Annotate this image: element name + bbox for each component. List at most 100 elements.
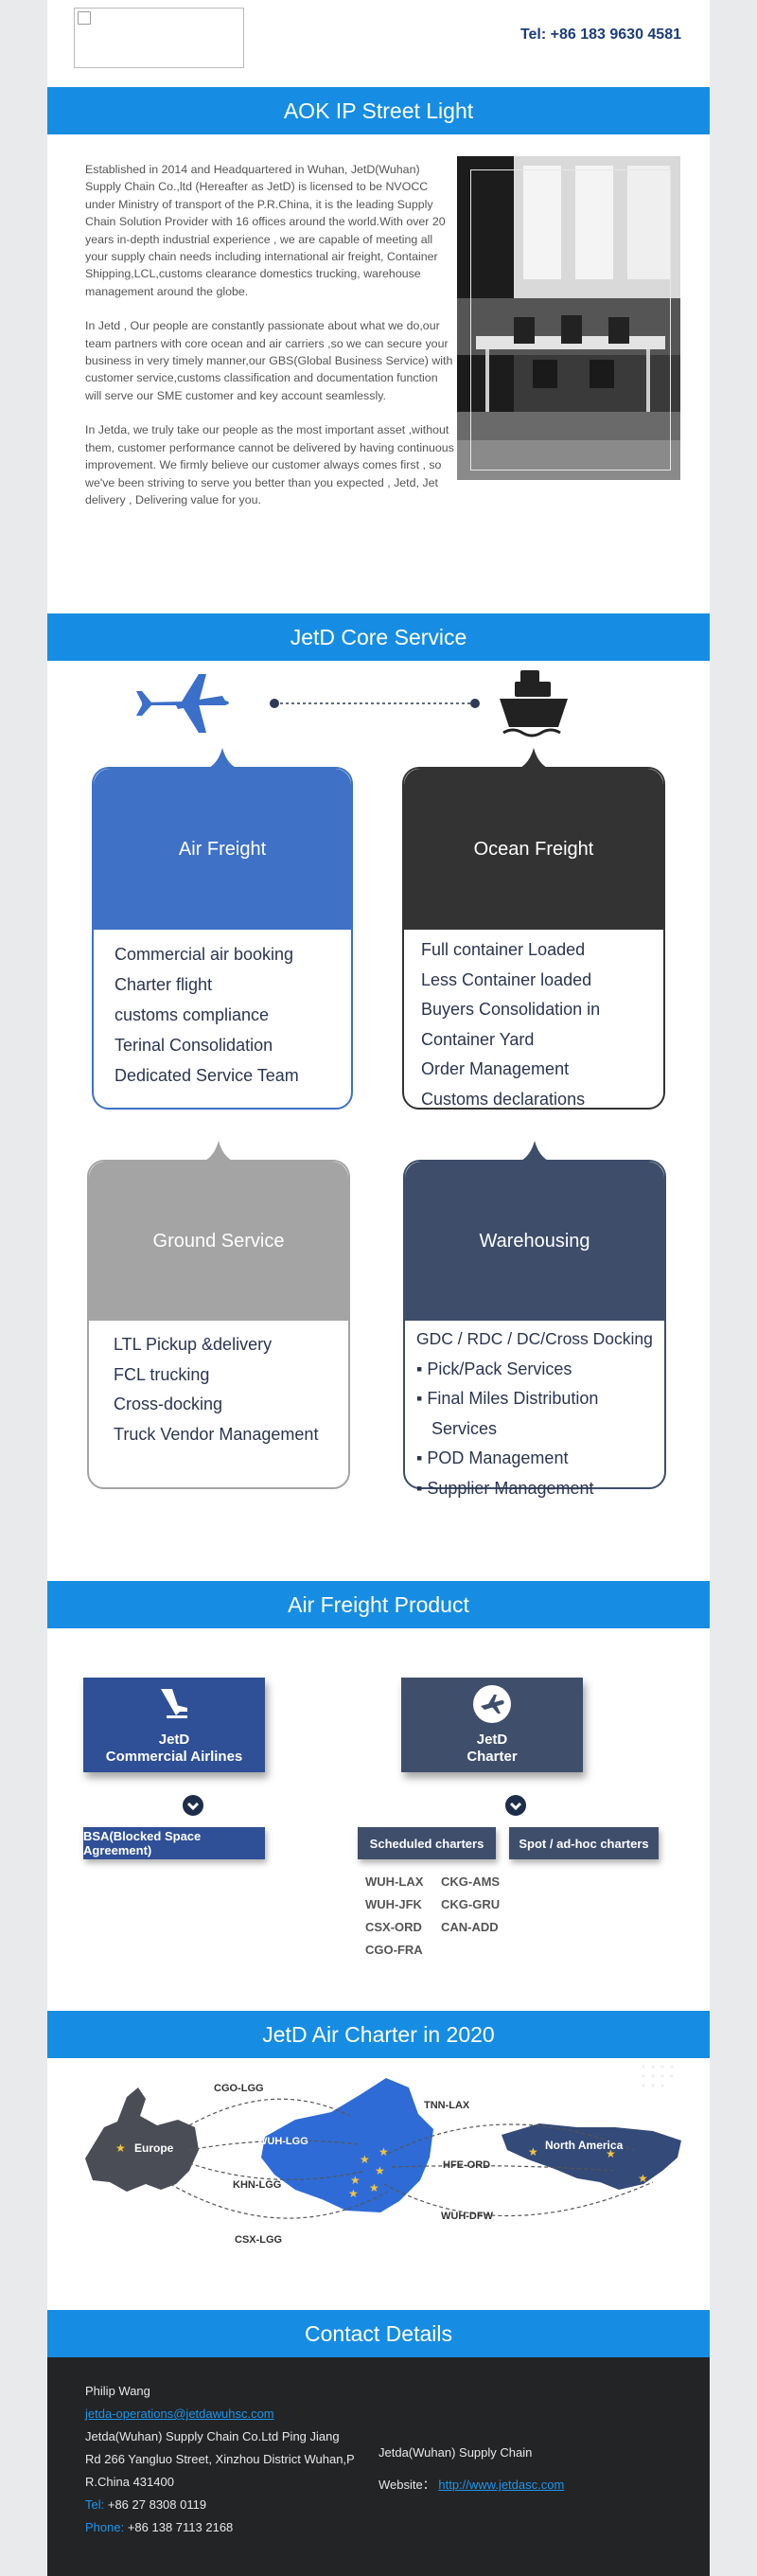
intro-paragraph-1: Established in 2014 and Headquartered in… (85, 163, 446, 298)
core-service-banner: JetD Core Service (47, 613, 710, 661)
contact-tel-row: Tel: +86 27 8308 0119 (85, 2494, 388, 2516)
contact-left-column: Philip Wang jetda-operations@jetdawuhsc.… (85, 2380, 388, 2539)
contact-address-line: Rd 266 Yangluo Street, Xinzhou District … (85, 2452, 355, 2466)
europe-label: Europe (134, 2141, 174, 2155)
email-page: Tel: +86 183 9630 4581 AOK IP Street Lig… (47, 0, 710, 2576)
ocean-freight-item: Customs declarations (421, 1089, 586, 1109)
route-end-dot (470, 699, 480, 708)
air-freight-card: Air Freight Commercial air booking Chart… (92, 748, 353, 1110)
route-label: CSX-LGG (235, 2234, 283, 2246)
svg-text:★: ★ (348, 2187, 359, 2200)
route-item: CKG-GRU (441, 1897, 501, 1911)
phone-label: Phone: (85, 2520, 125, 2534)
website-label: Website： (378, 2478, 435, 2492)
svg-text:★: ★ (606, 2147, 616, 2160)
spot-charters-tag[interactable]: Spot / ad-hoc charters (509, 1827, 659, 1859)
ground-service-item: LTL Pickup &delivery (114, 1335, 273, 1354)
company-name: Jetda(Wuhan) Supply Chain (378, 2445, 533, 2460)
scheduled-charters-tag[interactable]: Scheduled charters (358, 1827, 496, 1859)
air-freight-item: Dedicated Service Team (114, 1066, 299, 1085)
contact-phone-row: Phone: +86 138 7113 2168 (85, 2516, 388, 2539)
header-phone[interactable]: Tel: +86 183 9630 4581 (519, 27, 681, 43)
route-item: CAN-ADD (441, 1920, 499, 1934)
routes-list-left: WUH-LAX WUH-JFK CSX-ORD CGO-FRA (365, 1871, 423, 1962)
tel-number[interactable]: +86 27 8308 0119 (107, 2497, 207, 2512)
warehousing-item: ▪ Final Miles Distribution (416, 1389, 599, 1408)
north-america-shape (502, 2123, 681, 2190)
warehousing-item: Services (431, 1418, 498, 1438)
svg-text:★: ★ (350, 2174, 361, 2187)
svg-text:★: ★ (115, 2141, 126, 2155)
svg-text:★: ★ (378, 2145, 389, 2159)
ground-service-card: Ground Service LTL Pickup &delivery FCL … (87, 1141, 350, 1489)
ground-service-title: Ground Service (89, 1162, 348, 1321)
route-label: WUH-DFW (441, 2211, 493, 2222)
contact-address-line: Jetda(Wuhan) Supply Chain Co.Ltd Ping Ji… (85, 2429, 340, 2443)
route-lines (169, 2098, 654, 2219)
logo-image-placeholder (74, 8, 244, 68)
route-item: CSX-ORD (365, 1920, 422, 1934)
route-label: KHN-LGG (233, 2179, 282, 2191)
title-banner: AOK IP Street Light (47, 87, 710, 134)
charter-line1: JetD (476, 1732, 508, 1748)
intro-text: Established in 2014 and Headquartered in… (85, 161, 454, 525)
air-freight-item: Terinal Consolidation (114, 1036, 273, 1055)
phone-number[interactable]: +86 138 7113 2168 (127, 2520, 234, 2534)
contact-banner: Contact Details (47, 2310, 710, 2357)
warehousing-card: Warehousing GDC / RDC / DC/Cross Docking… (403, 1141, 666, 1498)
contact-section: Philip Wang jetda-operations@jetdawuhsc.… (47, 2357, 710, 2576)
ocean-freight-item: Buyers Consolidation in (421, 1000, 601, 1019)
air-freight-list: Commercial air booking Charter flight cu… (114, 939, 299, 1091)
ocean-freight-item: Full container Loaded (421, 940, 586, 959)
charter-line2: Charter (467, 1749, 518, 1765)
ground-service-list: LTL Pickup &delivery FCL trucking Cross-… (114, 1330, 318, 1449)
charter-plane-icon (473, 1685, 511, 1723)
ocean-freight-item: Order Management (421, 1059, 570, 1078)
air-freight-title: Air Freight (94, 769, 351, 930)
charter-route-map: ★ ★ ★ ★ ★ ★ ★ ★ ★ ★ Europe North America… (47, 2059, 710, 2277)
ocean-freight-card: Ocean Freight Full container Loaded Less… (402, 748, 665, 1110)
svg-text:★: ★ (375, 2164, 385, 2177)
svg-text:★: ★ (369, 2181, 379, 2194)
route-label: WUH-LGG (257, 2136, 308, 2147)
contact-email-link[interactable]: jetda-operations@jetdawuhsc.com (85, 2407, 274, 2421)
china-shape (261, 2078, 433, 2212)
contact-name: Philip Wang (85, 2384, 150, 2398)
ground-service-item: FCL trucking (114, 1364, 210, 1384)
bsa-tag[interactable]: BSA(Blocked Space Agreement) (83, 1827, 265, 1859)
intro-paragraph-3: In Jetda, we truly take our people as th… (85, 423, 454, 506)
north-america-label: North America (545, 2139, 624, 2152)
ground-service-item: Cross-docking (114, 1395, 223, 1413)
route-label: CGO-LGG (214, 2083, 264, 2094)
route-label: TNN-LAX (424, 2100, 470, 2111)
warehousing-title: Warehousing (405, 1162, 664, 1321)
ship-icon (500, 670, 568, 737)
map-dots-decoration (642, 2065, 674, 2087)
ground-service-item: Truck Vendor Management (114, 1424, 319, 1444)
commercial-line2: Commercial Airlines (105, 1749, 243, 1765)
contact-right-column: Jetda(Wuhan) Supply Chain Website： http:… (378, 2437, 681, 2501)
route-item: WUH-JFK (365, 1897, 422, 1911)
broken-image-icon (78, 11, 91, 25)
route-item: CGO-FRA (365, 1943, 423, 1957)
svg-text:★: ★ (528, 2145, 538, 2159)
svg-text:★: ★ (638, 2172, 648, 2185)
ocean-freight-item: Container Yard (421, 1029, 535, 1049)
website-link[interactable]: http://www.jetdasc.com (438, 2478, 565, 2492)
warehousing-item: ▪ Supplier Management (416, 1478, 594, 1498)
intro-paragraph-2: In Jetd , Our people are constantly pass… (85, 319, 453, 402)
chevron-down-icon (505, 1795, 526, 1816)
warehousing-item: ▪ Pick/Pack Services (416, 1359, 572, 1378)
routes-list-right: CKG-AMS CKG-GRU CAN-ADD (441, 1871, 500, 1939)
route-label: HFE-ORD (443, 2159, 491, 2171)
tel-label: Tel: (85, 2497, 105, 2512)
svg-text:★: ★ (360, 2153, 370, 2166)
plane-ticket-icon (161, 1689, 187, 1718)
office-photo (457, 156, 680, 480)
air-charter-banner: JetD Air Charter in 2020 (47, 2011, 710, 2058)
website-row: Website： http://www.jetdasc.com (378, 2469, 681, 2501)
ocean-freight-list: Full container Loaded Less Container loa… (421, 935, 600, 1114)
europe-shape (85, 2087, 199, 2192)
